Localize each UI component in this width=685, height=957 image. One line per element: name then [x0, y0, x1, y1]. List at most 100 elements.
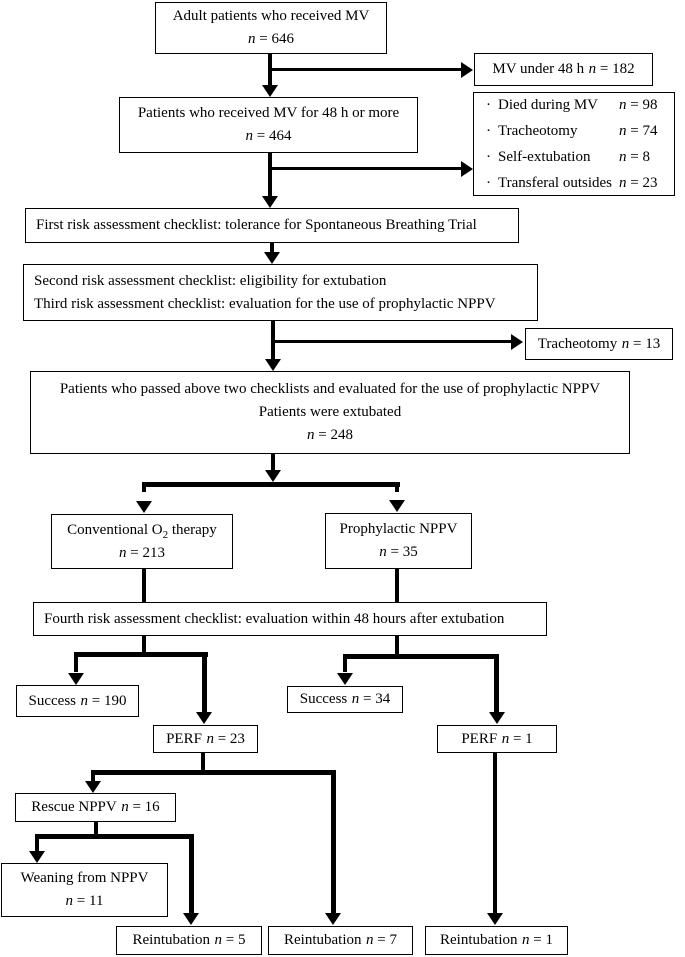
box-text: Tracheotomy	[537, 335, 618, 352]
split-line	[74, 652, 208, 657]
box-success-nppv: Success n = 34	[287, 686, 403, 713]
box-mv-48h-or-more: Patients who received MV for 48 h or mor…	[119, 97, 418, 153]
box-text: Rescue NPPV	[31, 799, 117, 815]
n-value: n = 35	[379, 544, 418, 560]
flow-line	[35, 834, 39, 851]
flow-line	[270, 243, 274, 253]
arrowhead-down-icon	[265, 359, 281, 371]
box-text: Reintubation	[440, 932, 518, 948]
arrowhead-down-icon	[337, 673, 353, 685]
box-conventional-o2: Conventional O2 therapy n = 213	[51, 514, 233, 569]
box-first-checklist: First risk assessment checklist: toleran…	[25, 208, 519, 243]
exclusion-item: · Transferal outsides n = 23	[486, 170, 665, 196]
box-success-conventional: Success n = 190	[16, 685, 139, 717]
arrowhead-down-icon	[265, 470, 281, 482]
branch-line	[270, 167, 462, 170]
flow-line	[268, 153, 272, 196]
n-value: n = 34	[351, 691, 391, 707]
box-perf-nppv: PERF n = 1	[437, 725, 557, 753]
box-text: Fourth risk assessment checklist: evalua…	[44, 610, 505, 627]
box-text: Third risk assessment checklist: evaluat…	[34, 295, 496, 312]
box-prophylactic-nppv: Prophylactic NPPV n = 35	[325, 513, 472, 569]
box-text: Patients who passed above two checklists…	[59, 381, 601, 397]
box-text: Success	[299, 691, 348, 707]
flow-line	[493, 753, 497, 913]
n-value: n = 182	[588, 61, 635, 77]
n-value: n = 8	[619, 149, 650, 165]
n-value: n = 248	[307, 427, 353, 443]
n-value: n = 1	[501, 730, 533, 747]
arrowhead-down-icon	[85, 781, 101, 793]
n-value: n = 13	[621, 335, 661, 352]
box-tracheotomy: Tracheotomy n = 13	[525, 328, 673, 360]
n-value: n = 23	[619, 175, 658, 191]
split-line	[343, 654, 499, 659]
box-text: Reintubation	[284, 932, 362, 948]
flow-line	[343, 654, 347, 672]
flow-line	[395, 482, 399, 492]
exclusion-label: Self-extubation	[498, 149, 591, 165]
arrowhead-down-icon	[196, 712, 212, 724]
flow-line	[202, 652, 207, 712]
arrowhead-down-icon	[389, 500, 405, 512]
exclusion-label: Transferal outsides	[498, 175, 613, 191]
n-value: n = 646	[248, 31, 294, 47]
arrowhead-right-icon	[461, 62, 473, 78]
n-value: n = 74	[619, 123, 658, 139]
flow-line	[189, 834, 194, 913]
n-value: n = 11	[65, 893, 104, 909]
n-value: n = 1	[522, 932, 553, 948]
arrowhead-down-icon	[487, 913, 503, 925]
box-text: Prophylactic NPPV	[339, 521, 458, 537]
arrowhead-down-icon	[264, 252, 280, 264]
arrowhead-down-icon	[262, 196, 278, 208]
box-text: Weaning from NPPV	[20, 870, 149, 886]
flow-line	[142, 636, 146, 654]
o2-subscript: 2	[162, 528, 169, 541]
box-text: First risk assessment checklist: toleran…	[36, 217, 477, 233]
exclusion-item: · Tracheotomy n = 74	[486, 118, 665, 144]
n-value: n = 16	[121, 799, 160, 815]
box-text: Adult patients who received MV	[172, 8, 370, 24]
n-value: n = 7	[366, 932, 397, 948]
arrowhead-down-icon	[136, 501, 152, 513]
flow-line	[74, 652, 78, 672]
box-reintubation-conventional: Reintubation n = 7	[268, 926, 413, 955]
bullet-icon: ·	[486, 97, 491, 113]
split-line	[142, 482, 400, 487]
box-text: Second risk assessment checklist: eligib…	[34, 272, 387, 289]
n-value: n = 23	[206, 730, 245, 747]
box-text: MV under 48 h	[492, 61, 585, 77]
box-reintubation-nppv: Reintubation n = 1	[425, 926, 568, 955]
arrowhead-right-icon	[511, 334, 523, 350]
box-perf-conventional: PERF n = 23	[153, 725, 258, 753]
box-rescue-nppv: Rescue NPPV n = 16	[15, 793, 176, 822]
box-text: Reintubation	[132, 932, 211, 948]
box-text: PERF	[461, 730, 498, 747]
flow-line	[142, 482, 146, 492]
box-reintubation-rescue: Reintubation n = 5	[116, 926, 262, 955]
arrowhead-down-icon	[183, 913, 199, 925]
box-text: PERF	[166, 730, 202, 747]
flow-line	[395, 636, 399, 654]
exclusion-label: Died during MV	[498, 97, 598, 113]
flow-line	[142, 569, 146, 602]
box-weaning-nppv: Weaning from NPPV n = 11	[1, 863, 168, 917]
flow-line	[201, 753, 205, 770]
box-passed-checklists: Patients who passed above two checklists…	[30, 371, 630, 454]
n-value: n = 213	[119, 544, 165, 561]
box-text: Patients were extubated	[258, 404, 402, 420]
n-value: n = 190	[80, 692, 127, 709]
box-exclusions: · Died during MV n = 98 · Tracheotomy n …	[473, 92, 675, 196]
arrowhead-down-icon	[489, 712, 505, 724]
flow-line	[91, 770, 95, 781]
n-value: n = 464	[245, 128, 292, 144]
exclusion-item: · Died during MV n = 98	[486, 92, 665, 118]
flow-line	[331, 770, 336, 913]
n-value: n = 98	[619, 97, 658, 113]
box-text: Conventional O2 therapy	[67, 519, 217, 542]
o2-pre: Conventional O	[67, 521, 163, 538]
flow-line	[94, 822, 98, 834]
arrowhead-right-icon	[461, 161, 473, 177]
